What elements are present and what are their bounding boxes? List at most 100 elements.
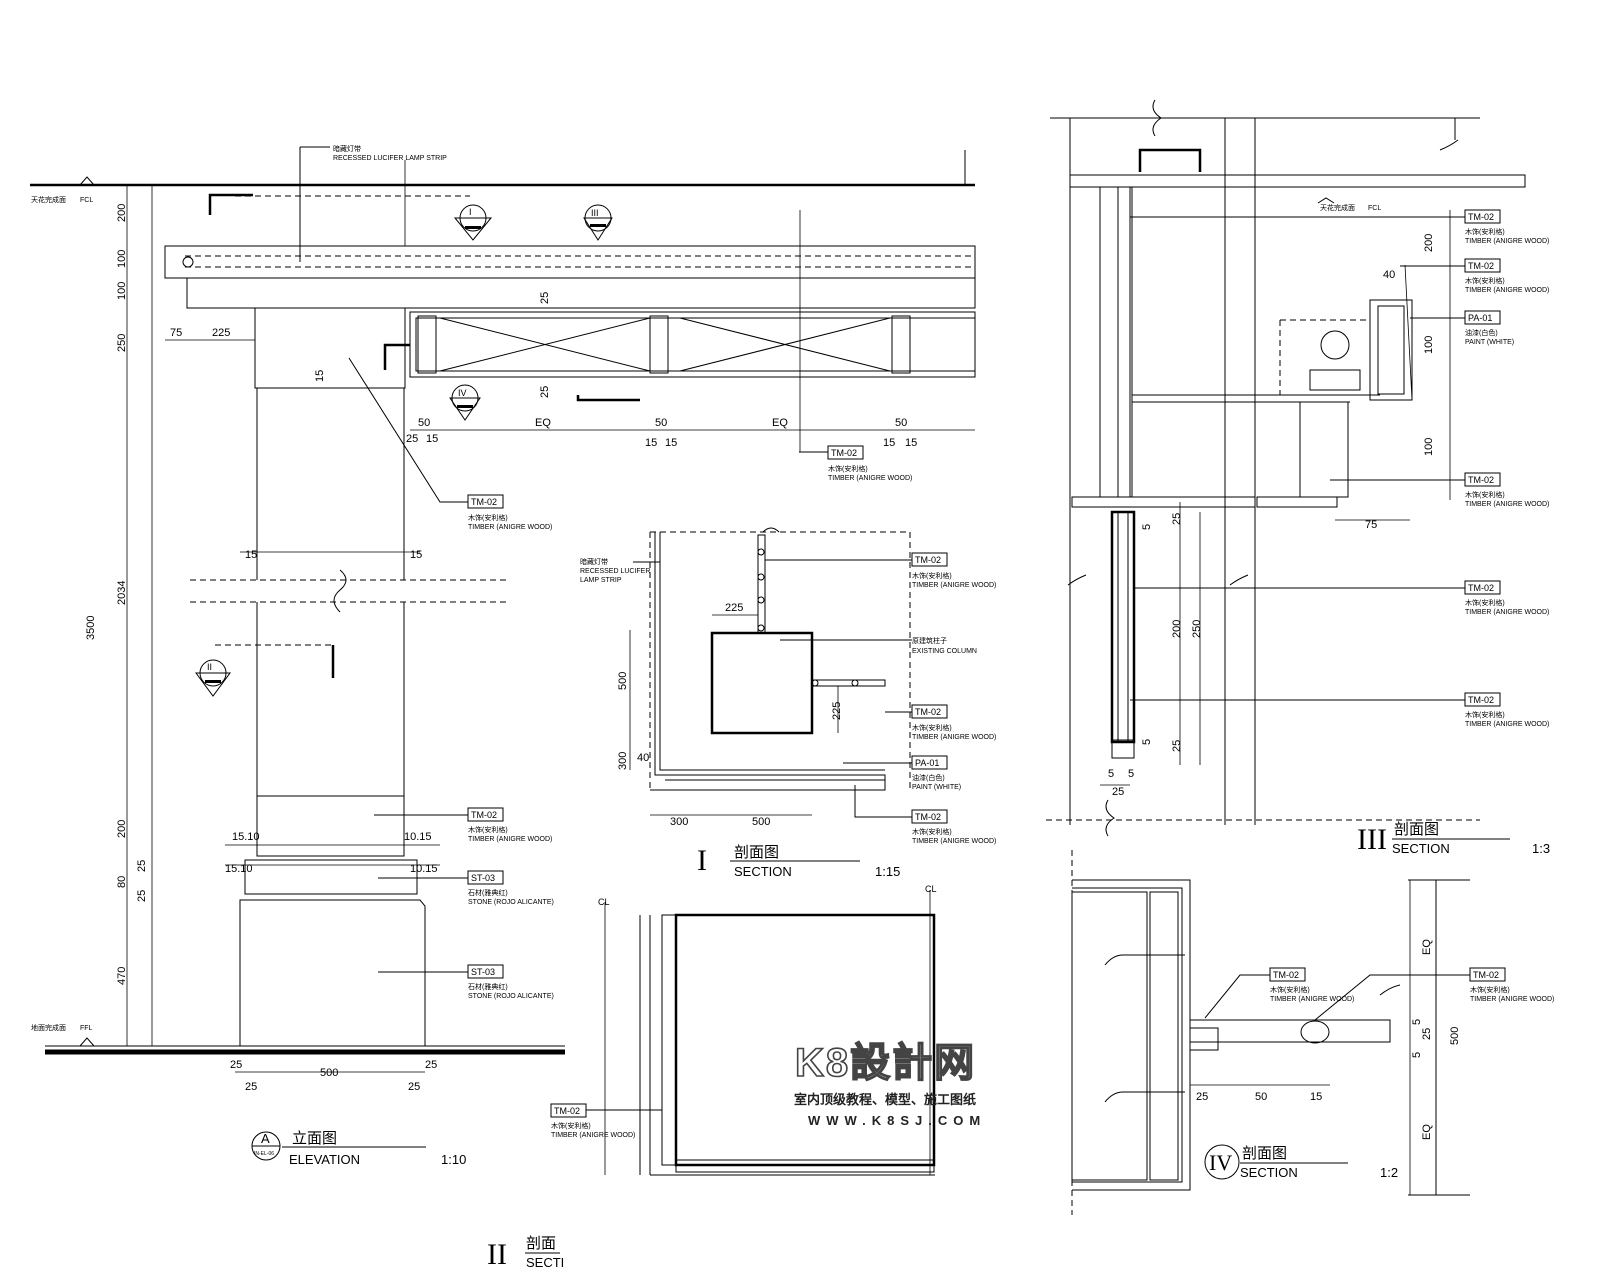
svg-text:5: 5	[1141, 739, 1153, 745]
section-marker-IV: IV	[449, 384, 481, 421]
svg-text:100: 100	[1423, 438, 1435, 456]
dim-h-15-10a: 15.10	[232, 831, 260, 843]
dim-v-200b: 200	[116, 820, 128, 838]
dim-v-470: 470	[116, 967, 128, 985]
dim-v-3500: 3500	[85, 616, 97, 640]
svg-text:RECESSED LUCIFER: RECESSED LUCIFER	[580, 568, 650, 575]
dim-h-50a: 50	[418, 417, 430, 429]
section-II-drawing	[556, 890, 936, 1176]
svg-text:TIMBER (ANIGRE WOOD): TIMBER (ANIGRE WOOD)	[1465, 238, 1549, 245]
svg-text:TM-02: TM-02	[554, 1106, 580, 1116]
tag-tm02-s1-c: TM-02 木饰(安利格) TIMBER (ANIGRE WOOD)	[911, 809, 996, 845]
tag-tm02-s4-a: TM-02 木饰(安利格) TIMBER (ANIGRE WOOD)	[1269, 967, 1354, 1003]
dim-h-25e: 25	[539, 292, 551, 304]
elevation-title-cn: 立面图	[292, 1130, 337, 1147]
dim-v-25a: 25	[136, 860, 148, 872]
svg-text:40: 40	[1383, 269, 1395, 281]
section-marker-I-top: I	[453, 204, 493, 241]
svg-text:250: 250	[1191, 620, 1203, 638]
svg-text:木饰(安利格): 木饰(安利格)	[1465, 490, 1505, 499]
svg-text:TIMBER (ANIGRE WOOD): TIMBER (ANIGRE WOOD)	[1270, 996, 1354, 1003]
dim-h-225: 225	[212, 327, 230, 339]
dim-h-25d: 25	[408, 1081, 420, 1093]
level-bottom-label: FFL	[80, 1025, 93, 1032]
svg-text:TM-02: TM-02	[915, 707, 941, 717]
elevation-title: A IN-EL-06 立面图 ELEVATION 1:10	[251, 1130, 466, 1167]
svg-text:TM-02: TM-02	[1468, 475, 1494, 485]
dim-h-10-15a: 10.15	[404, 831, 432, 843]
svg-text:225: 225	[725, 602, 743, 614]
svg-text:50: 50	[1255, 1091, 1267, 1103]
svg-text:ST-03: ST-03	[471, 967, 495, 977]
svg-text:木饰(安利格): 木饰(安利格)	[1470, 985, 1510, 994]
svg-text:5: 5	[1411, 1019, 1423, 1025]
watermark-logo: K8設計网	[795, 1041, 976, 1085]
svg-text:油漆(白色): 油漆(白色)	[1465, 328, 1498, 337]
dim-h-15g: 15	[410, 549, 422, 561]
svg-text:剖面图: 剖面图	[1242, 1145, 1287, 1162]
dim-v-250: 250	[116, 334, 128, 352]
dim-v-200: 200	[116, 204, 128, 222]
svg-text:200: 200	[1171, 620, 1183, 638]
dim-h-25b: 25	[425, 1059, 437, 1071]
dim-h-25f: 25	[539, 386, 551, 398]
dim-v-100a: 100	[116, 250, 128, 268]
dim-h-15b: 15	[645, 437, 657, 449]
svg-text:PA-01: PA-01	[915, 758, 939, 768]
svg-text:25: 25	[1421, 1028, 1433, 1040]
svg-text:SECTION: SECTION	[734, 864, 792, 879]
svg-text:TIMBER (ANIGRE WOOD): TIMBER (ANIGRE WOOD)	[551, 1132, 635, 1139]
svg-text:天花完成面: 天花完成面	[1320, 203, 1355, 212]
svg-text:TM-02: TM-02	[915, 812, 941, 822]
svg-text:木饰(安利格): 木饰(安利格)	[912, 723, 952, 732]
svg-text:PA-01: PA-01	[1468, 313, 1492, 323]
svg-text:500: 500	[752, 816, 770, 828]
level-bottom-cn: 地面完成面	[31, 1023, 66, 1032]
svg-text:剖面: 剖面	[526, 1235, 556, 1252]
level-top-cn: 天花完成面	[31, 195, 66, 204]
svg-text:1:15: 1:15	[875, 864, 900, 879]
svg-text:STONE (ROJO ALICANTE): STONE (ROJO ALICANTE)	[468, 899, 554, 906]
svg-text:III: III	[591, 208, 599, 218]
svg-text:IN-EL-06: IN-EL-06	[254, 1151, 274, 1157]
svg-text:木饰(安利格): 木饰(安利格)	[1465, 276, 1505, 285]
level-top-label: FCL	[80, 197, 93, 204]
svg-text:II: II	[207, 662, 212, 672]
svg-text:300: 300	[617, 752, 629, 770]
svg-text:CL: CL	[598, 897, 610, 907]
tag-tm02-s3-c: TM-02 木饰(安利格) TIMBER (ANIGRE WOOD)	[1464, 472, 1549, 508]
lamp-strip-en: RECESSED LUCIFER LAMP STRIP	[333, 155, 447, 162]
svg-text:FCL: FCL	[1368, 205, 1381, 212]
dim-h-25a: 25	[230, 1059, 242, 1071]
svg-text:LAMP STRIP: LAMP STRIP	[580, 577, 622, 584]
svg-text:TM-02: TM-02	[1468, 212, 1494, 222]
dim-h-15h: 15	[314, 370, 326, 382]
section-I-drawing	[629, 527, 912, 818]
svg-text:TM-02: TM-02	[1468, 261, 1494, 271]
dim-h-eq-a: EQ	[535, 417, 551, 429]
elevation-title-en: ELEVATION	[289, 1152, 360, 1167]
svg-text:TM-02: TM-02	[831, 448, 857, 458]
section-III-drawing	[1046, 99, 1526, 837]
tag-tm02-beam: TM-02 木饰(安利格) TIMBER (ANIGRE WOOD)	[827, 445, 912, 482]
section-II-annotations: CL CL TM-02 木饰(安利格) TIMBER (ANIGRE WOOD)…	[487, 884, 937, 1271]
svg-text:木饰(安利格): 木饰(安利格)	[912, 827, 952, 836]
dim-h-15-10b: 15.10	[225, 863, 253, 875]
tag-pa01-s3: PA-01 油漆(白色) PAINT (WHITE)	[1464, 310, 1514, 346]
lamp-strip-cn: 暗藏灯带	[333, 144, 361, 153]
svg-text:木饰(安利格): 木饰(安利格)	[1465, 598, 1505, 607]
svg-text:剖面图: 剖面图	[1394, 821, 1439, 838]
svg-text:TM-02: TM-02	[1468, 583, 1494, 593]
svg-text:25: 25	[1171, 513, 1183, 525]
section-III-annotations: 天花完成面 FCL 40 200 100 100 75 5 25 200 250…	[1108, 203, 1550, 856]
svg-text:石材(雅典红): 石材(雅典红)	[468, 888, 508, 897]
svg-text:15: 15	[1310, 1091, 1322, 1103]
svg-text:IV: IV	[1209, 1150, 1232, 1175]
svg-text:TIMBER (ANIGRE WOOD): TIMBER (ANIGRE WOOD)	[828, 475, 912, 482]
svg-text:PAINT (WHITE): PAINT (WHITE)	[912, 784, 961, 791]
svg-text:A: A	[261, 1131, 270, 1146]
svg-text:SECTI: SECTI	[526, 1255, 564, 1270]
svg-text:1:3: 1:3	[1532, 841, 1550, 856]
svg-text:5: 5	[1128, 768, 1134, 780]
svg-text:TIMBER (ANIGRE WOOD): TIMBER (ANIGRE WOOD)	[912, 838, 996, 845]
